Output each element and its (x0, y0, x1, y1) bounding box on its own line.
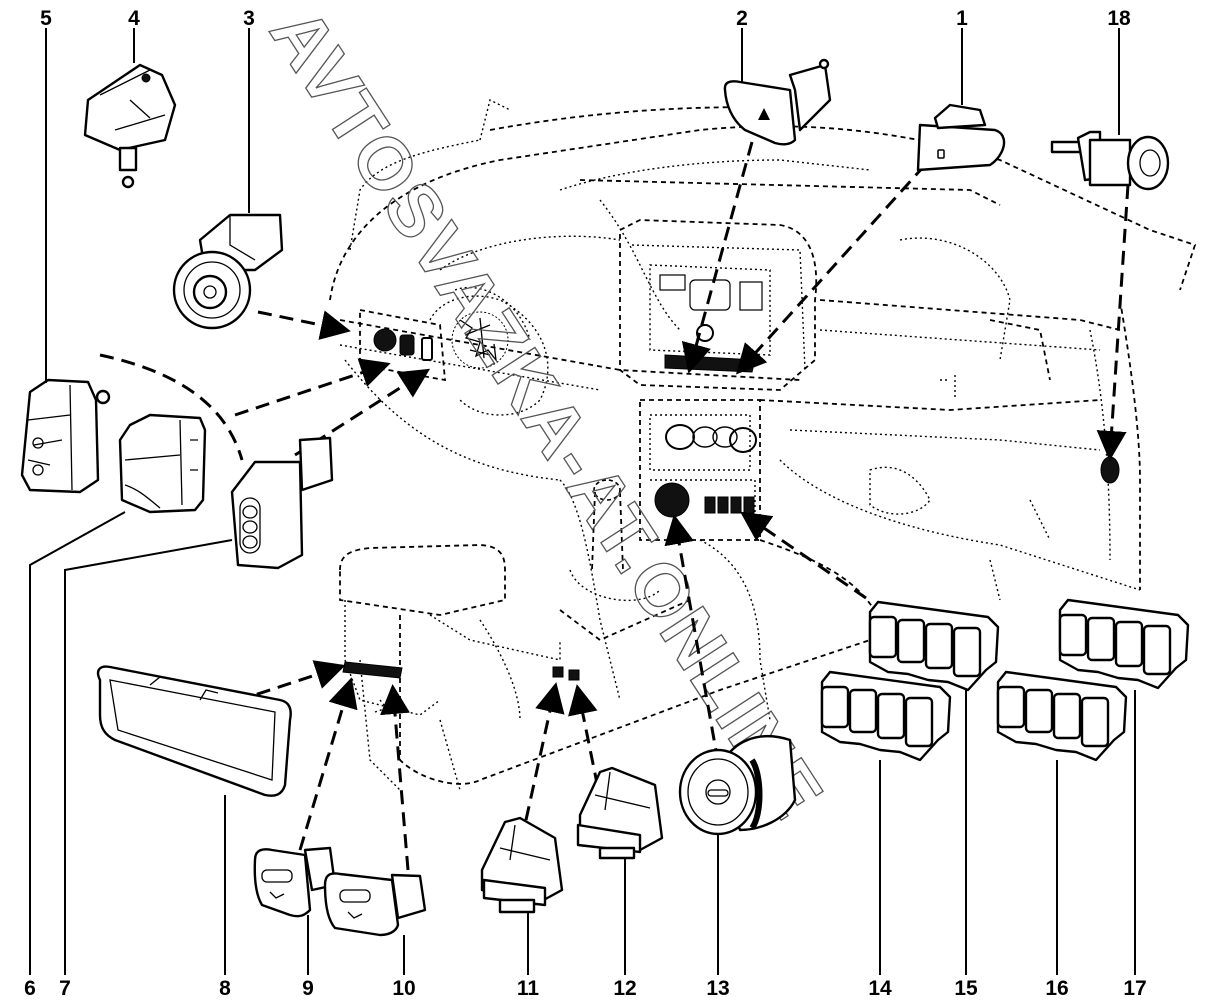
callout-18: 18 (1107, 7, 1131, 30)
callout-1: 1 (956, 7, 968, 30)
part-5-double-rocker-switch[interactable] (20, 378, 111, 494)
callout-14: 14 (868, 977, 892, 1000)
part-17-switch-block[interactable] (1058, 598, 1190, 690)
callout-13: 13 (706, 977, 729, 1000)
callout-11: 11 (517, 977, 540, 1000)
left-switch-bezel (359, 308, 447, 382)
leader-lines (29, 28, 1136, 975)
part-7-headlamp-range-switch[interactable] (230, 436, 334, 570)
center-console (339, 544, 871, 791)
callout-10: 10 (392, 977, 415, 1000)
part-15-switch-block[interactable] (868, 600, 1000, 692)
part-18-ignition-lock-cylinder[interactable] (1050, 130, 1170, 191)
callout-numbers: 5 4 3 2 1 18 6 7 8 9 10 11 12 13 14 15 1… (24, 7, 1147, 1000)
callout-8: 8 (219, 977, 231, 1000)
callout-16: 16 (1045, 977, 1068, 1000)
part-14-switch-block[interactable] (820, 670, 952, 762)
part-3-headlight-rotary-switch[interactable] (172, 213, 284, 330)
part-16-switch-block[interactable] (996, 670, 1128, 762)
callout-17: 17 (1123, 977, 1146, 1000)
steering-hub (451, 311, 509, 369)
part-4-rocker-switch[interactable] (83, 63, 177, 189)
gear-shifter (559, 479, 691, 642)
callout-3: 3 (243, 7, 255, 30)
part-8-armrest-trim-panel[interactable] (96, 665, 292, 797)
callout-4: 4 (128, 7, 140, 30)
console-switch-row (704, 496, 755, 514)
callout-9: 9 (302, 977, 314, 1000)
callout-6: 6 (24, 977, 36, 1000)
part-11-window-switch-left[interactable] (480, 816, 564, 914)
callout-15: 15 (954, 977, 978, 1000)
part-1-switch-lock-button[interactable] (916, 103, 1006, 172)
center-stack (649, 264, 771, 518)
dashboard-outline (329, 98, 1197, 791)
part-13-mode-selector-knob[interactable] (678, 735, 797, 836)
ignition-receptacle (1100, 456, 1120, 484)
part-2-hazard-warning-switch[interactable] (723, 58, 832, 146)
callout-5: 5 (40, 7, 52, 30)
callout-12: 12 (613, 977, 636, 1000)
part-12-window-switch-right[interactable] (576, 766, 664, 860)
part-10-seat-heater-switch-right[interactable] (323, 872, 427, 937)
callout-7: 7 (59, 977, 71, 1000)
callout-2: 2 (736, 7, 748, 30)
part-6-rocker-switch[interactable] (118, 413, 207, 514)
part-9-seat-heater-switch-left[interactable] (253, 846, 337, 918)
